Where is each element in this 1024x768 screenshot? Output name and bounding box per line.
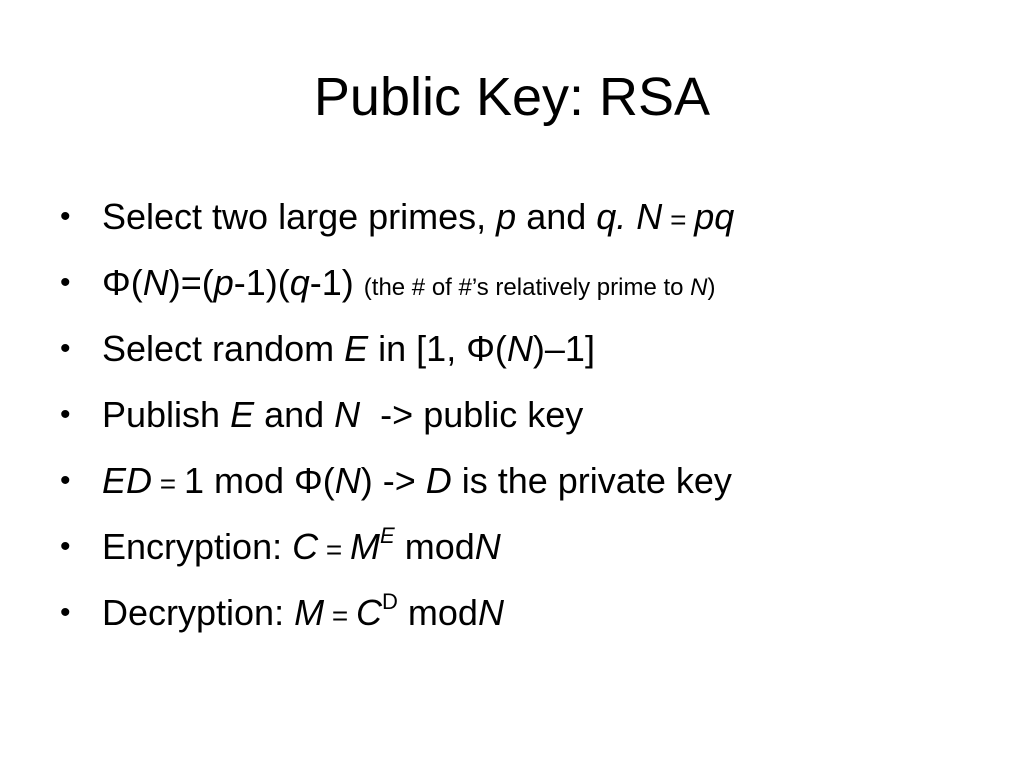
bullet-text-run: ) -> (360, 460, 426, 501)
bullet-text-run: pq (694, 196, 735, 237)
bullet-text-run: Φ( (102, 262, 143, 303)
bullet-text-run: N (690, 274, 708, 301)
bullet-text-run: q (289, 262, 310, 303)
bullet-list: • Select two large primes, p and q. N = p… (60, 184, 1000, 646)
bullet-item: •Φ(N)=(p-1)(q-1) (the # of #’s relativel… (60, 250, 1000, 316)
bullet-text-run: = (324, 600, 356, 631)
bullet-text-run: = (152, 468, 184, 499)
bullet-text-run: C (356, 592, 382, 633)
bullet-text-run: E (380, 523, 395, 548)
bullet-text-run: -> public key (360, 394, 584, 435)
bullet-text-run: p (496, 196, 517, 237)
bullet-item: • Select two large primes, p and q. N = p… (60, 184, 1000, 250)
bullet-text-run: M (294, 592, 325, 633)
bullet-text: Select two large primes, p and q. N = pq (102, 196, 734, 237)
bullet-dot-icon: • (60, 596, 71, 629)
bullet-text-run: mod (397, 592, 478, 633)
bullet-text-run: and (254, 394, 335, 435)
bullet-text: Select random E in [1, Φ(N)–1] (102, 328, 595, 369)
bullet-text-run: N (142, 262, 169, 303)
bullet-text-run: Decryption: (102, 592, 295, 633)
bullet-text-run: E (230, 394, 255, 435)
bullet-text-run: C (292, 526, 319, 567)
bullet-text-run: Select two large primes, (102, 196, 497, 237)
bullet-text-run: is the private key (451, 460, 732, 501)
bullet-text-run: )=( (168, 262, 214, 303)
bullet-text-run: 1 mod Φ( (183, 460, 335, 501)
bullet-text-run: Publish (102, 394, 231, 435)
bullet-item: • Publish E and N -> public key (60, 382, 1000, 448)
bullet-text-run: in [1, Φ( (368, 328, 507, 369)
bullet-text-run: D (425, 460, 452, 501)
bullet-text-run: mod (394, 526, 475, 567)
bullet-dot-icon: • (60, 398, 71, 431)
bullet-text-run: -1) (309, 262, 364, 303)
bullet-text-run: p (213, 262, 234, 303)
bullet-text: Decryption: M = CD modN (102, 589, 504, 634)
bullet-text-run: q. N (596, 196, 663, 237)
bullet-item: • Encryption: C = ME modN (60, 514, 1000, 580)
bullet-text-run: N (334, 460, 361, 501)
bullet-text-run: E (344, 328, 369, 369)
slide-title: Public Key: RSA (313, 67, 711, 127)
bullet-text-run: ED (102, 460, 153, 501)
bullet-text-run: Encryption: (102, 526, 293, 567)
bullet-text-run: N (506, 328, 533, 369)
bullet-text-run: N (474, 526, 501, 567)
bullet-text-run: = (318, 534, 351, 565)
bullet-text-run: N (334, 394, 361, 435)
bullet-dot-icon: • (60, 464, 71, 497)
bullet-text: Publish E and N -> public key (102, 394, 583, 435)
bullet-text-run: )–1] (532, 328, 595, 369)
bullet-text-run: Select random (102, 328, 345, 369)
bullet-text-run: (the # of #’s relatively prime to (363, 274, 691, 301)
bullet-text-run: ) (707, 274, 716, 301)
bullet-dot-icon: • (60, 332, 71, 365)
bullet-item: • Select random E in [1, Φ(N)–1] (60, 316, 1000, 382)
bullet-text: Φ(N)=(p-1)(q-1) (the # of #’s relatively… (102, 262, 716, 303)
bullet-dot-icon: • (60, 200, 71, 233)
bullet-text-run: -1)( (233, 262, 290, 303)
bullet-dot-icon: • (60, 530, 71, 563)
bullet-text-run: N (477, 592, 504, 633)
bullet-item: • ED = 1 mod Φ(N) -> D is the private key (60, 448, 1000, 514)
bullet-text-run: and (516, 196, 597, 237)
bullet-dot-icon: • (60, 266, 71, 299)
bullet-item: • Decryption: M = CD modN (60, 580, 1000, 646)
bullet-text-run: M (350, 526, 381, 567)
bullet-text: ED = 1 mod Φ(N) -> D is the private key (102, 460, 732, 501)
bullet-text: Encryption: C = ME modN (102, 523, 501, 568)
bullet-text-run: D (382, 589, 398, 614)
bullet-text-run: = (662, 204, 695, 235)
